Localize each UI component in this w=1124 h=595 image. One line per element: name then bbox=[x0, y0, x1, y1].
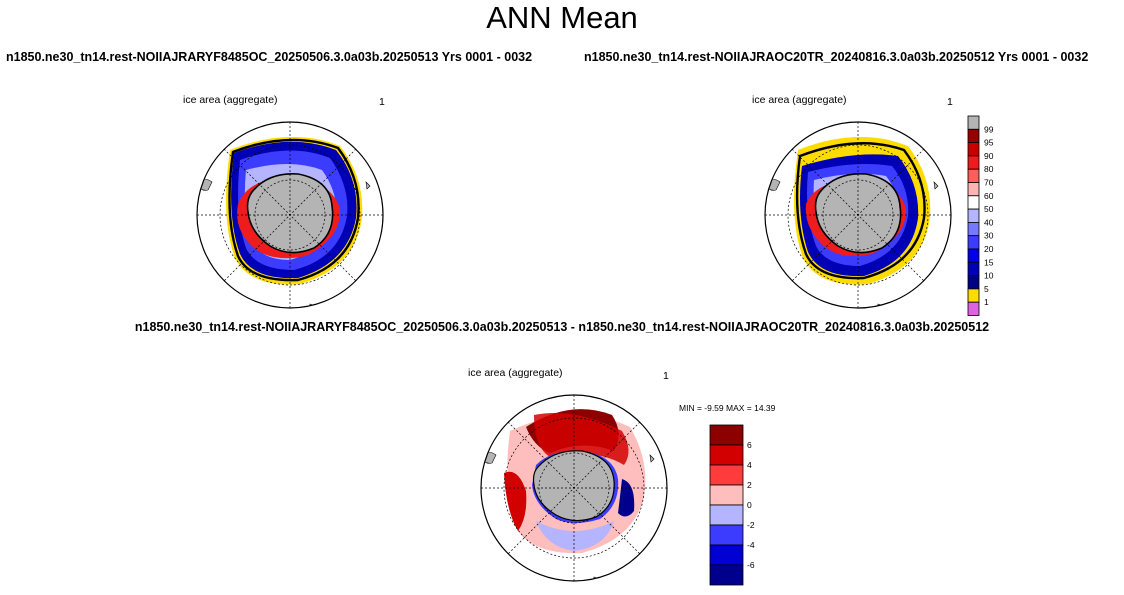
left-polar-map bbox=[196, 121, 384, 309]
new-zealand bbox=[933, 181, 939, 190]
australia bbox=[591, 576, 625, 581]
ice-edge bbox=[795, 142, 926, 280]
diff-colorbar-swatch bbox=[709, 484, 744, 506]
ice-area-colorbar-swatch bbox=[967, 248, 980, 263]
diff-minmax: MIN = -9.59 MAX = 14.39 bbox=[679, 403, 776, 413]
ice-area-colorbar-swatch bbox=[967, 195, 980, 210]
ice-area-colorbar-swatch bbox=[967, 222, 980, 237]
diff-colorbar-tick-label: 0 bbox=[747, 500, 752, 510]
ice-area-colorbar-swatch bbox=[967, 182, 980, 197]
antarctica bbox=[814, 173, 902, 254]
case-title-right: n1850.ne30_tn14.rest-NOIIAJRAOC20TR_2024… bbox=[584, 50, 1089, 64]
diff-polar-map bbox=[480, 394, 668, 582]
left-panel-label: ice area (aggregate) bbox=[183, 94, 278, 106]
ice-area-colorbar-swatch bbox=[967, 261, 980, 277]
diff-colorbar-tick-label: -2 bbox=[747, 520, 755, 530]
ice-area-colorbar-swatch bbox=[967, 168, 980, 183]
diff-panel-label: ice area (aggregate) bbox=[468, 367, 563, 379]
diff-colorbar-tick-label: 4 bbox=[747, 460, 752, 470]
ice-area-colorbar-swatch bbox=[967, 142, 980, 157]
diff-weak-negative bbox=[536, 521, 614, 551]
ice-area-colorbar-tick-label: 70 bbox=[984, 177, 994, 187]
diff-colorbar: 6 4 2 0 -2 -4 -6 bbox=[709, 424, 755, 586]
ice-area-colorbar-tick-label: 20 bbox=[984, 244, 994, 254]
diff-colorbar-swatch bbox=[709, 424, 744, 446]
ice-area-colorbar-swatch bbox=[967, 128, 980, 144]
ice-area-colorbar-swatch bbox=[967, 288, 980, 303]
ice-area-colorbar-tick-label: 90 bbox=[984, 151, 994, 161]
ice-area-colorbar-tick-label: 5 bbox=[984, 284, 989, 294]
ice-area-colorbar-tick-label: 1 bbox=[984, 297, 989, 307]
diff-strong-negative bbox=[618, 479, 635, 517]
right-panel-label: ice area (aggregate) bbox=[752, 94, 847, 106]
diff-positive-left bbox=[504, 471, 527, 531]
page-title: ANN Mean bbox=[486, 0, 638, 35]
ice-area-colorbar-tick-label: 60 bbox=[984, 191, 994, 201]
diff-title: n1850.ne30_tn14.rest-NOIIAJRARYF8485OC_2… bbox=[134, 320, 990, 334]
diff-colorbar-swatch bbox=[709, 544, 744, 566]
ice-area-colorbar-swatch bbox=[967, 301, 980, 316]
diff-colorbar-swatch bbox=[709, 564, 744, 586]
ice-area-colorbar-swatch bbox=[967, 115, 980, 130]
ice-area-colorbar-tick-label: 10 bbox=[984, 271, 994, 281]
diff-colorbar-tick-label: 6 bbox=[747, 440, 752, 450]
diff-colorbar-swatch bbox=[709, 464, 744, 486]
diff-panel-unit: 1 bbox=[663, 370, 669, 382]
diff-positive bbox=[534, 413, 629, 465]
right-polar-map bbox=[764, 121, 952, 309]
antarctica bbox=[246, 173, 334, 254]
diff-colorbar-swatch bbox=[709, 524, 744, 546]
ice-area-colorbar-tick-label: 95 bbox=[984, 138, 994, 148]
ice-area-colorbar-tick-label: 40 bbox=[984, 217, 994, 227]
diff-colorbar-swatch bbox=[709, 504, 744, 526]
diff-colorbar-tick-label: -6 bbox=[747, 560, 755, 570]
diff-colorbar-tick-label: -4 bbox=[747, 540, 755, 550]
ice-area-colorbar-swatch bbox=[967, 155, 980, 170]
australia bbox=[307, 303, 341, 308]
ice-area-colorbar-tick-label: 15 bbox=[984, 257, 994, 267]
australia bbox=[875, 303, 909, 308]
new-zealand bbox=[365, 181, 371, 190]
case-title-left: n1850.ne30_tn14.rest-NOIIAJRARYF8485OC_2… bbox=[6, 50, 533, 64]
ice-area-colorbar-tick-label: 30 bbox=[984, 231, 994, 241]
diff-colorbar-tick-label: 2 bbox=[747, 480, 752, 490]
ice-area-colorbar-tick-label: 50 bbox=[984, 204, 994, 214]
right-panel-unit: 1 bbox=[947, 96, 953, 108]
ice-area-colorbar: 99 95 90 80 70 60 50 40 30 20 15 10 5 1 bbox=[967, 115, 994, 316]
left-panel-unit: 1 bbox=[379, 96, 385, 108]
ice-area-colorbar-tick-label: 99 bbox=[984, 124, 994, 134]
ice-area-colorbar-swatch bbox=[967, 208, 980, 223]
ice-edge bbox=[228, 138, 360, 282]
new-zealand bbox=[649, 454, 655, 463]
ice-area-colorbar-tick-label: 80 bbox=[984, 164, 994, 174]
ice-area-colorbar-swatch bbox=[967, 275, 980, 290]
ice-area-colorbar-swatch bbox=[967, 235, 980, 250]
diff-colorbar-swatch bbox=[709, 444, 744, 466]
